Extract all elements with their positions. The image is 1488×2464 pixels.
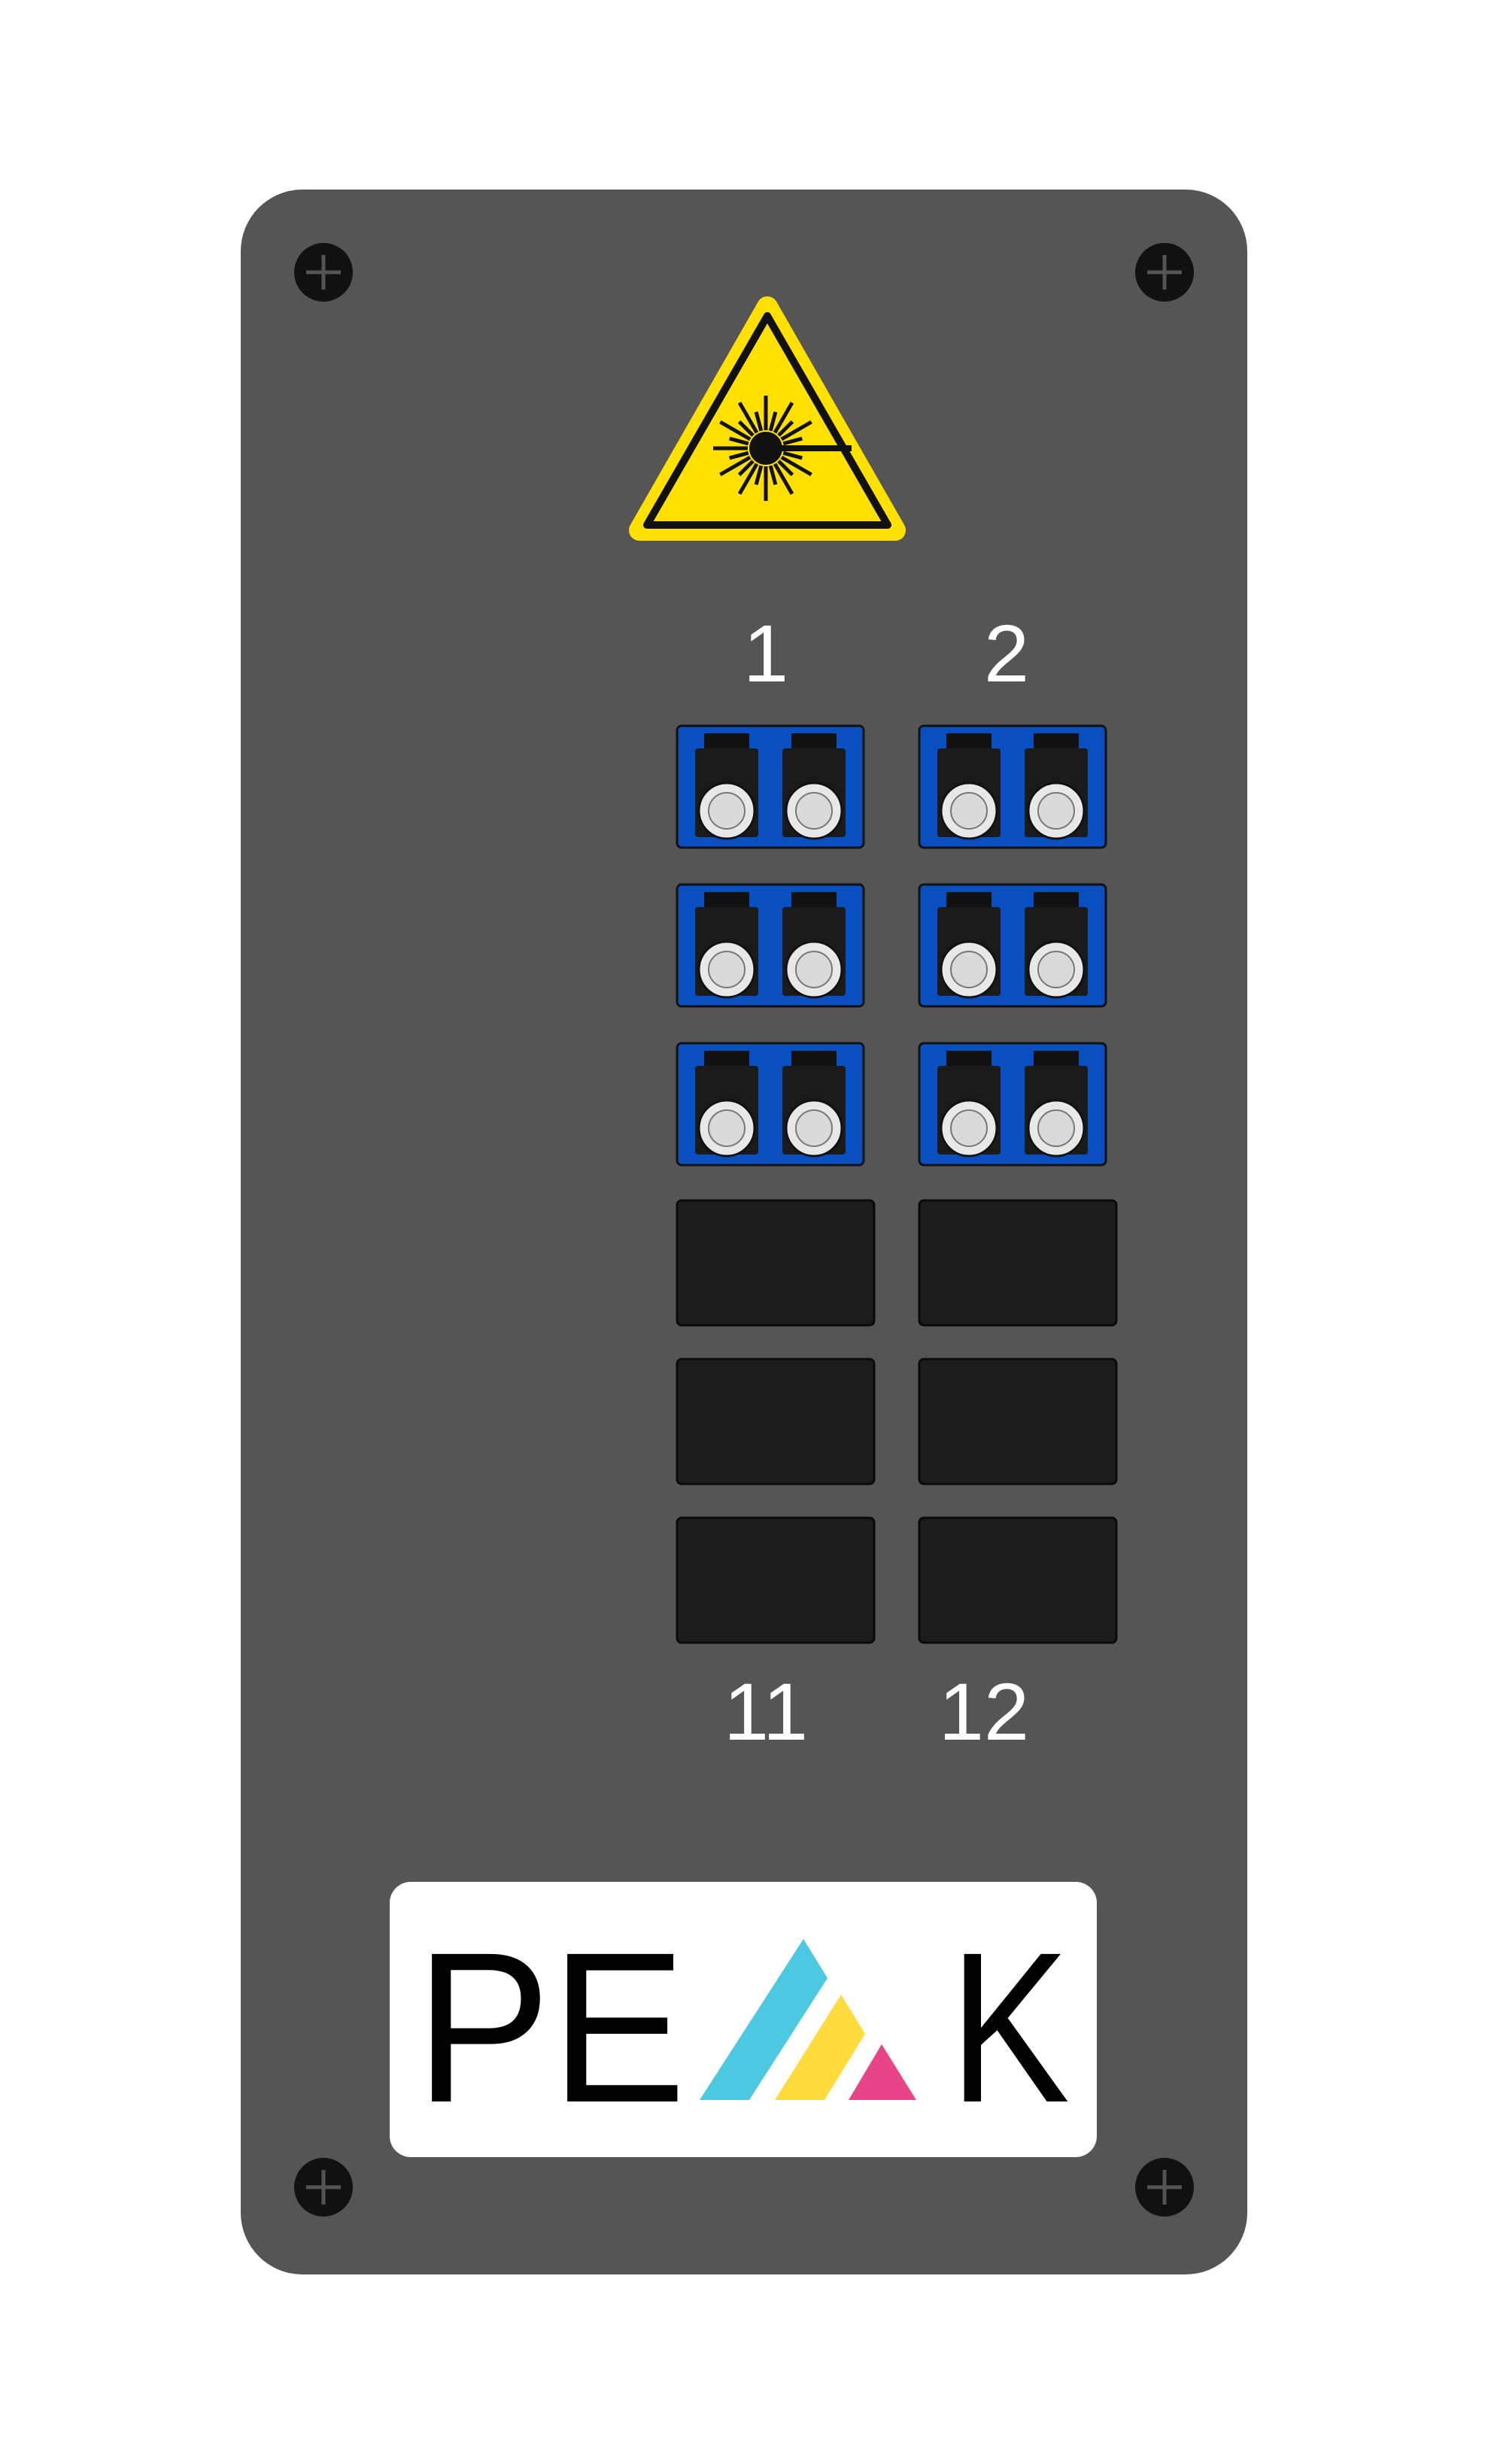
connector-latch — [1034, 1051, 1079, 1067]
ferrule — [950, 1109, 988, 1147]
ferrule — [708, 792, 746, 830]
blank-port-cover — [676, 1358, 876, 1485]
lc-duplex-adapter — [676, 1042, 865, 1167]
connector-latch — [791, 733, 837, 750]
connector-latch — [704, 733, 749, 750]
logo-cyan-stroke — [700, 1939, 828, 2100]
ferrule — [950, 951, 988, 988]
port-label-bottom-right: 12 — [939, 1666, 1029, 1757]
connector-latch — [946, 733, 991, 750]
logo-text-right: K — [949, 1908, 1070, 2147]
lc-duplex-adapter — [676, 883, 865, 1008]
connector-latch — [946, 892, 991, 909]
screw-top-right — [1135, 243, 1194, 302]
blank-cover-body — [676, 1516, 876, 1644]
logo-plate: PE K — [390, 1882, 1097, 2157]
ferrule — [950, 792, 988, 830]
connector-latch — [1034, 733, 1079, 750]
port-label-bottom-left: 11 — [724, 1666, 808, 1757]
connector-latch — [791, 1051, 837, 1067]
blank-port-cover — [918, 1516, 1118, 1644]
blank-port-cover — [676, 1199, 876, 1327]
blank-cover-body — [676, 1199, 876, 1327]
ferrule — [795, 951, 833, 988]
ferrule — [708, 951, 746, 988]
connector-latch — [704, 892, 749, 909]
logo-text-left: PE — [415, 1908, 686, 2147]
screw-bottom-left — [294, 2158, 353, 2217]
lc-duplex-adapter — [918, 1042, 1107, 1167]
blank-port-cover — [918, 1199, 1118, 1327]
port-grid — [676, 724, 1118, 1644]
connector-latch — [791, 892, 837, 909]
blank-cover-body — [676, 1358, 876, 1485]
lc-duplex-adapter — [918, 883, 1107, 1008]
ferrule — [1037, 792, 1075, 830]
screw-top-left — [294, 243, 353, 302]
lc-duplex-adapter — [676, 724, 865, 849]
lc-duplex-adapter — [918, 724, 1107, 849]
screw-bottom-right — [1135, 2158, 1194, 2217]
ferrule — [1037, 951, 1075, 988]
connector-latch — [946, 1051, 991, 1067]
port-label-top-left: 1 — [743, 608, 788, 699]
logo-magenta-triangle — [849, 2044, 916, 2100]
laser-radiation-warning-icon — [629, 296, 906, 541]
connector-latch — [704, 1051, 749, 1067]
blank-cover-body — [918, 1358, 1118, 1485]
connector-latch — [1034, 892, 1079, 909]
ferrule — [795, 792, 833, 830]
logo-yellow-stroke — [775, 1995, 865, 2100]
ferrule — [1037, 1109, 1075, 1147]
blank-port-cover — [918, 1358, 1118, 1485]
ferrule — [795, 1109, 833, 1147]
blank-cover-body — [918, 1199, 1118, 1327]
blank-cover-body — [918, 1516, 1118, 1644]
port-label-top-right: 2 — [984, 608, 1029, 699]
blank-port-cover — [676, 1516, 876, 1644]
ferrule — [708, 1109, 746, 1147]
